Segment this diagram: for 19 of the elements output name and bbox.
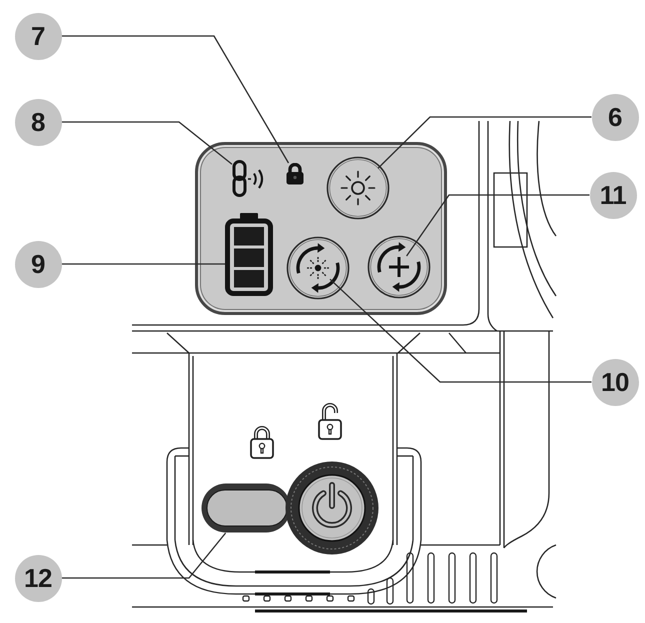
battery-icon [225,213,273,296]
leader-line [378,116,592,169]
leader-line [330,278,592,383]
callout-number: 11 [590,172,636,218]
callout-number: 9 [14,240,62,288]
callout-number: 6 [592,94,638,140]
callout-number: 8 [14,98,62,146]
lock-icon [285,163,305,185]
sun-icon [338,168,378,208]
callout-number: 7 [14,12,62,60]
leader-line [62,35,290,164]
leader-line [62,532,226,579]
callout-number: 10 [592,358,638,406]
leader-line [406,194,590,256]
callout-number: 12 [14,554,62,602]
leader-line [62,263,225,265]
plus-icon [388,256,410,278]
leader-line [62,121,232,165]
starburst-icon [306,256,330,280]
